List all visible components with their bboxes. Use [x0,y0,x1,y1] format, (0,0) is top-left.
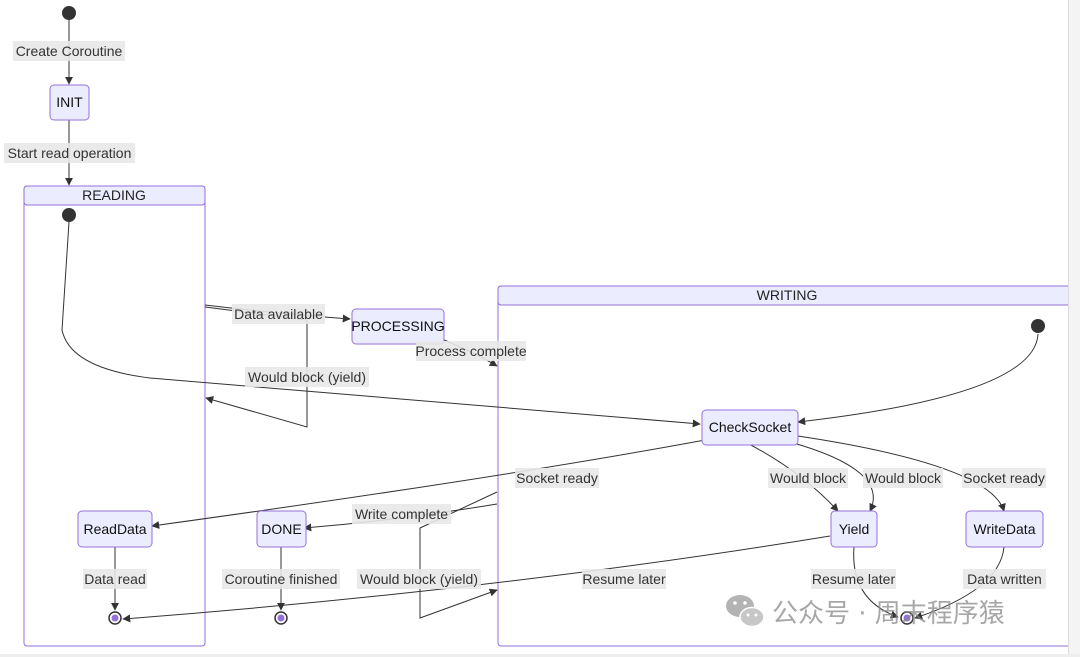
label-would-block-2: Would block [865,470,942,486]
reading-cluster-title: READING [82,187,146,203]
state-done-label: DONE [261,521,301,537]
label-create-coroutine: Create Coroutine [16,43,123,59]
writing-cluster: WRITING [497,285,1077,647]
state-writedata-label: WriteData [974,521,1036,537]
state-init-label: INIT [56,94,83,110]
state-writedata[interactable]: WriteData [965,510,1044,548]
state-readdata-label: ReadData [83,521,146,537]
label-coroutine-finished: Coroutine finished [225,571,338,587]
edge-socket-ready-left [151,439,706,529]
label-data-read: Data read [84,571,145,587]
writing-cluster-title: WRITING [757,287,818,303]
label-start-read: Start read operation [8,145,132,161]
state-done[interactable]: DONE [256,510,307,548]
label-process-complete: Process complete [415,343,526,359]
edge-would-block-2 [789,441,877,512]
label-data-available: Data available [234,306,323,322]
edge-labels: Create Coroutine Start read operation Da… [4,41,1046,589]
reading-cluster: READING [23,185,206,647]
edge-resume-later-left [122,535,831,623]
writing-start-marker [1031,319,1045,333]
label-would-block-yield-top: Would block (yield) [248,369,366,385]
reading-end-marker [108,611,122,625]
label-socket-ready-right: Socket ready [963,470,1045,486]
state-processing[interactable]: PROCESSING [351,308,445,345]
state-checksocket[interactable]: CheckSocket [701,409,799,446]
label-socket-ready-left: Socket ready [516,470,598,486]
label-write-complete: Write complete [355,506,448,522]
state-processing-label: PROCESSING [351,318,444,334]
edge-writing-start-to-checksocket [797,333,1039,426]
state-readdata[interactable]: ReadData [77,510,153,548]
reading-start-marker [62,208,76,222]
state-checksocket-label: CheckSocket [709,419,792,435]
page-bottom-edge [0,654,1080,657]
wechat-icon [726,595,765,628]
label-would-block-yield-bottom: Would block (yield) [360,571,478,587]
root-start-marker [62,6,76,20]
label-would-block-1: Would block [770,470,847,486]
edge-socket-ready-right [797,435,1006,512]
state-init[interactable]: INIT [49,84,90,121]
label-resume-later-right: Resume later [812,571,896,587]
edge-resume-later-right [853,546,899,619]
state-yield-label: Yield [839,521,870,537]
edge-reading-start-to-checksocket [61,221,701,428]
state-yield[interactable]: Yield [830,510,878,548]
done-end-marker [274,611,288,625]
label-resume-later-left: Resume later [582,571,666,587]
writing-end-marker [900,611,914,625]
page-right-edge [1068,0,1080,657]
markers [62,6,1045,625]
watermark-text: 公众号 · 周末程序猿 [772,599,1005,629]
label-data-written: Data written [967,571,1042,587]
watermark: 公众号 · 周末程序猿 [726,595,1005,629]
